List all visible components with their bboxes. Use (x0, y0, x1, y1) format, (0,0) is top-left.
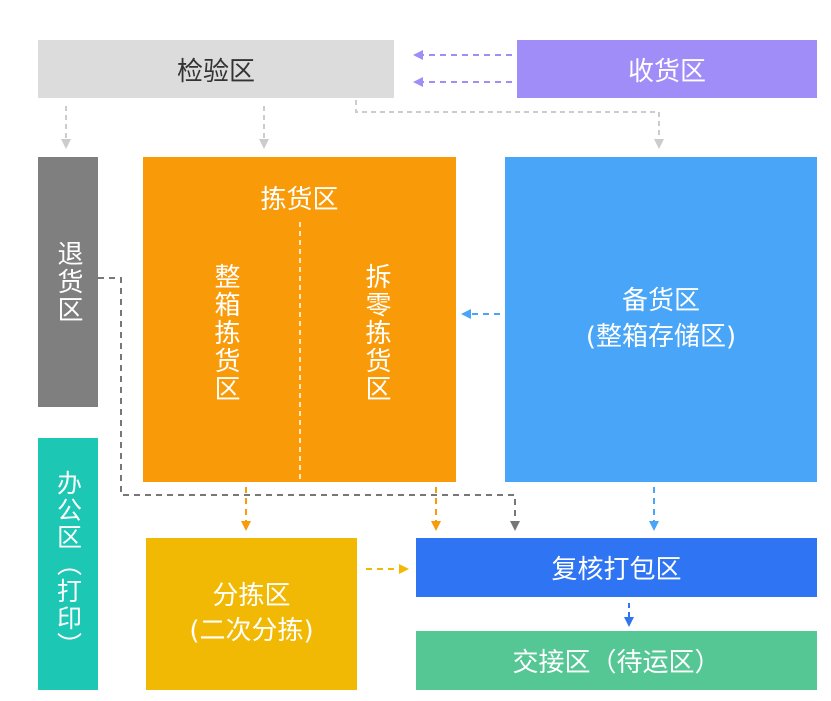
handover-zone-label: 交接区（待运区） (512, 648, 721, 678)
returns-zone: 退货区 (38, 157, 98, 407)
review-pack-zone: 复核打包区 (416, 538, 817, 597)
picking-zone: 拣货区 (143, 157, 456, 482)
sorting-zone-sublabel: (二次分拣) (189, 616, 314, 646)
receiving-zone: 收货区 (517, 40, 817, 98)
reserve-zone: 备货区 (整箱存储区) (505, 157, 817, 482)
split-picking-area: 拆零拣货区 (351, 258, 401, 408)
picking-zone-label: 拣货区 (260, 185, 339, 215)
inspection-zone: 检验区 (38, 40, 394, 98)
full-case-picking-area: 整箱拣货区 (200, 258, 250, 408)
returns-zone-label: 退货区 (53, 240, 83, 324)
office-zone: 办公区（打印） (38, 438, 98, 690)
inspect-to-reserve-arrow (355, 100, 664, 149)
full-case-picking-text: 整箱拣货区 (210, 263, 240, 403)
sorting-zone: 分拣区 (二次分拣) (146, 538, 357, 690)
handover-zone: 交接区（待运区） (416, 631, 817, 690)
split-picking-text: 拆零拣货区 (361, 263, 391, 403)
returns-to-pack-arrow (98, 277, 520, 531)
reserve-zone-sublabel: (整箱存储区) (585, 321, 737, 352)
reserve-zone-label: 备货区 (621, 286, 700, 317)
inspection-zone-label: 检验区 (176, 56, 255, 87)
receiving-zone-label: 收货区 (627, 56, 706, 87)
review-pack-zone-label: 复核打包区 (551, 555, 682, 585)
office-zone-label: 办公区（打印） (53, 469, 83, 659)
sorting-zone-label: 分拣区 (212, 580, 291, 611)
